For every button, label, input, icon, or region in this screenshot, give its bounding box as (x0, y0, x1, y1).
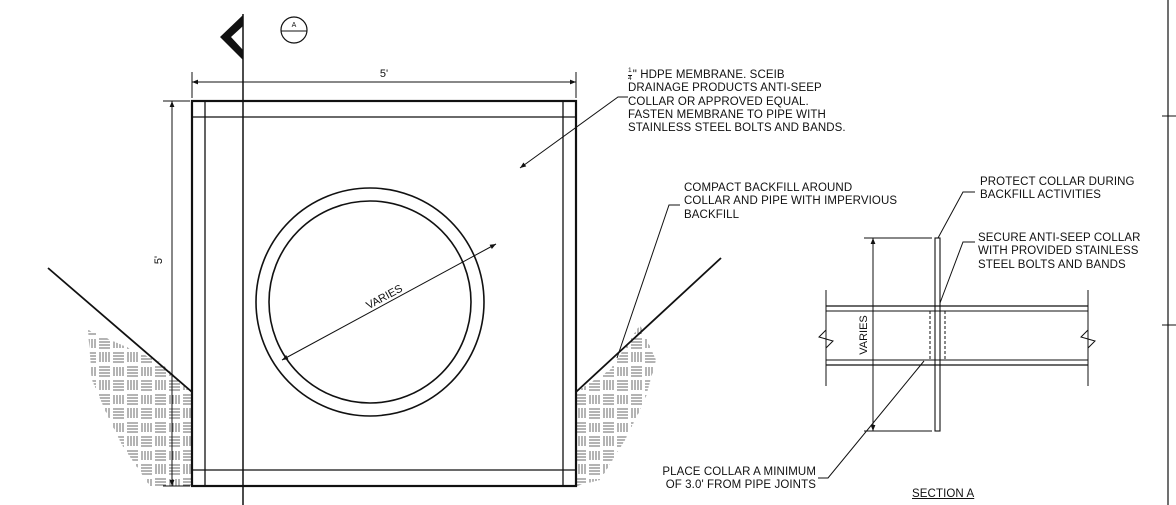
section-a-view (818, 237, 1096, 432)
note-protect: PROTECT COLLAR DURING BACKFILL ACTIVITIE… (980, 176, 1135, 203)
pipe-diameter-dimension (281, 243, 497, 361)
sheet-border (1162, 0, 1176, 505)
pipe-diameter-label: VARIES (364, 283, 404, 312)
section-bubble-letter: A (292, 22, 297, 29)
width-dimension-label: 5' (380, 68, 388, 80)
section-a-title: SECTION A (912, 488, 975, 500)
note-membrane-line-3: COLLAR OR APPROVED EQUAL. (628, 95, 809, 108)
note-secure-line-1: SECURE ANTI-SEEP COLLAR (978, 232, 1141, 244)
section-bubble: A (280, 16, 308, 44)
note-backfill-line-1: COMPACT BACKFILL AROUND (684, 182, 853, 194)
note-protect-line-1: PROTECT COLLAR DURING (980, 176, 1135, 188)
note-place-line-2: OF 3.0' FROM PIPE JOINTS (665, 479, 816, 492)
height-dimension-label: 5' (153, 256, 165, 264)
note-backfill: COMPACT BACKFILL AROUND COLLAR AND PIPE … (684, 182, 897, 222)
note-secure-line-3: STEEL BOLTS AND BANDS (978, 258, 1126, 271)
note-membrane-line-4: FASTEN MEMBRANE TO PIPE WITH (628, 108, 826, 121)
soil-hatch-right (576, 325, 656, 486)
width-dimension (191, 72, 577, 98)
section-varies-label: VARIES (858, 315, 870, 355)
soil-hatch-left (88, 330, 192, 486)
note-membrane-line-2: DRAINAGE PRODUCTS ANTI-SEEP (628, 82, 822, 95)
leader-lines (519, 96, 975, 479)
trench-slope-left (47, 267, 193, 393)
note-backfill-line-2: COLLAR AND PIPE WITH IMPERVIOUS (684, 195, 898, 208)
note-secure: SECURE ANTI-SEEP COLLAR WITH PROVIDED ST… (978, 232, 1141, 272)
section-cut-arrow (220, 15, 243, 60)
note-place: PLACE COLLAR A MINIMUM OF 3.0' FROM PIPE… (636, 466, 816, 493)
note-protect-line-2: BACKFILL ACTIVITIES (980, 189, 1101, 202)
note-membrane-line-5: STAINLESS STEEL BOLTS AND BANDS. (628, 122, 846, 135)
collar-panel (190, 99, 578, 488)
note-backfill-line-3: BACKFILL (684, 208, 740, 221)
note-place-line-1: PLACE COLLAR A MINIMUM (662, 466, 816, 478)
trench-slope-right (575, 257, 722, 393)
height-dimension (163, 100, 190, 487)
note-secure-line-2: WITH PROVIDED STAINLESS (978, 245, 1139, 258)
